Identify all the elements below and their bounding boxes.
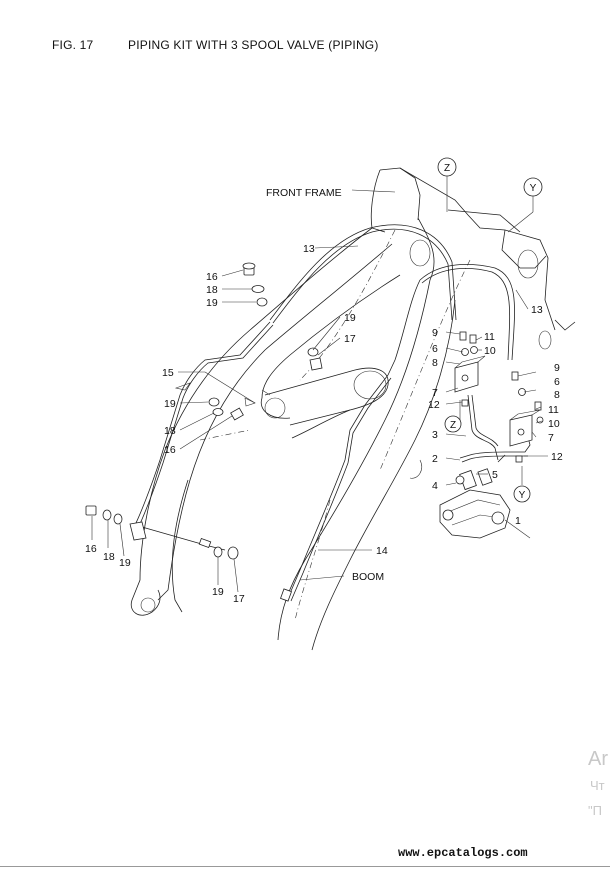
- part-label-18: 18: [164, 425, 176, 437]
- part-label-19: 19: [164, 398, 176, 410]
- part-label-19: 19: [212, 586, 224, 598]
- part-label-11: 11: [548, 404, 559, 416]
- pipes-2-3-12: [459, 394, 531, 463]
- part-label-10: 10: [484, 345, 496, 357]
- part-label-7: 7: [432, 387, 438, 399]
- fittings-left: [85, 505, 239, 560]
- bracket-7-upper: [454, 331, 486, 407]
- view-callout-z-bottom: Z: [444, 415, 462, 433]
- part-label-16: 16: [164, 444, 176, 456]
- boom-arms-outline: [130, 227, 471, 651]
- part-label-6: 6: [554, 376, 560, 388]
- part-label-9: 9: [554, 362, 560, 374]
- part-label-15: 15: [162, 367, 174, 379]
- footer-url: www.epcatalogs.com: [398, 846, 528, 860]
- part-number-labels: 13 13 16 18 19 19 17 15 19 18 16 16 18 1…: [85, 243, 563, 605]
- part-label-17: 17: [233, 593, 245, 605]
- part-label-1: 1: [515, 515, 521, 527]
- part-label-18: 18: [206, 284, 218, 296]
- watermark-line-3: "П: [588, 803, 602, 818]
- view-callout-z-top: Z: [437, 157, 457, 177]
- part-label-19: 19: [119, 557, 131, 569]
- part-label-8: 8: [554, 389, 560, 401]
- part-label-9: 9: [432, 327, 438, 339]
- part-label-2: 2: [432, 453, 438, 465]
- view-callout-y-bottom-label: Y: [519, 490, 526, 501]
- part-label-19: 19: [206, 297, 218, 309]
- front-frame-outline: [370, 167, 576, 350]
- part-label-10: 10: [548, 418, 560, 430]
- part-label-13: 13: [531, 304, 543, 316]
- pipe-15: [134, 321, 274, 551]
- figure-number: FIG. 17: [52, 38, 94, 52]
- leader-lines: [91, 176, 548, 593]
- watermark-line-2: Чт: [590, 778, 605, 793]
- view-callout-z-top-label: Z: [444, 163, 450, 174]
- part-label-13: 13: [303, 243, 315, 255]
- bracket-7-lower: [509, 371, 544, 463]
- boom-label: BOOM: [352, 571, 384, 583]
- watermark-line-1: Ar: [588, 748, 608, 770]
- bottom-divider: [0, 866, 610, 867]
- pipe-14: [280, 374, 392, 602]
- hose-13: [269, 224, 515, 376]
- part-label-19: 19: [344, 312, 356, 324]
- view-callout-y-bottom: Y: [513, 485, 531, 503]
- view-callout-z-bottom-label: Z: [450, 420, 456, 431]
- part-label-4: 4: [432, 480, 438, 492]
- part-label-6: 6: [432, 343, 438, 355]
- part-label-16: 16: [85, 543, 97, 555]
- part-label-8: 8: [432, 357, 438, 369]
- front-frame-label: FRONT FRAME: [266, 187, 342, 199]
- part-label-11: 11: [484, 331, 495, 343]
- spool-valve: [439, 468, 511, 539]
- part-label-18: 18: [103, 551, 115, 563]
- figure-title: PIPING KIT WITH 3 SPOOL VALVE (PIPING): [128, 38, 379, 52]
- part-label-14: 14: [376, 545, 388, 557]
- part-label-7: 7: [548, 432, 554, 444]
- fittings-top: [242, 262, 323, 371]
- view-callout-y-top: Y: [523, 177, 543, 197]
- part-label-16: 16: [206, 271, 218, 283]
- part-label-12: 12: [428, 399, 440, 411]
- fittings-middle: [208, 397, 244, 421]
- part-label-17: 17: [344, 333, 356, 345]
- part-label-5: 5: [492, 469, 498, 481]
- view-callout-y-top-label: Y: [530, 183, 537, 194]
- part-label-3: 3: [432, 429, 438, 441]
- part-label-12: 12: [551, 451, 563, 463]
